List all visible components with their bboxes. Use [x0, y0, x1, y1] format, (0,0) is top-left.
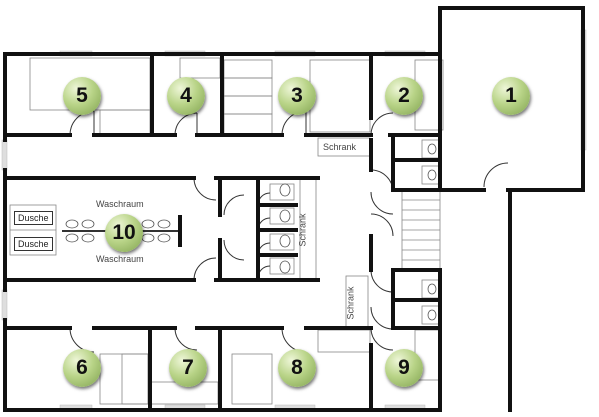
room-marker-10[interactable]: 10 — [105, 214, 143, 252]
schrank-label-lower: Schrank — [345, 286, 356, 320]
room-marker-6[interactable]: 6 — [63, 349, 101, 387]
waschraum-label-top: Waschraum — [96, 199, 144, 209]
schrank-label-wc: Schrank — [297, 213, 308, 247]
room-marker-8[interactable]: 8 — [278, 349, 316, 387]
walls — [3, 6, 585, 412]
room-marker-5[interactable]: 5 — [63, 77, 101, 115]
schrank-label-top: Schrank — [323, 142, 357, 152]
dusche-label-top: Dusche — [14, 211, 53, 225]
waschraum-label-bottom: Waschraum — [96, 254, 144, 264]
room-marker-2[interactable]: 2 — [385, 77, 423, 115]
toilets — [279, 143, 437, 321]
room-marker-4[interactable]: 4 — [167, 77, 205, 115]
room-marker-9[interactable]: 9 — [385, 349, 423, 387]
room-marker-3[interactable]: 3 — [278, 77, 316, 115]
dusche-label-bottom: Dusche — [14, 237, 53, 251]
room-marker-7[interactable]: 7 — [169, 349, 207, 387]
room-marker-1[interactable]: 1 — [492, 77, 530, 115]
